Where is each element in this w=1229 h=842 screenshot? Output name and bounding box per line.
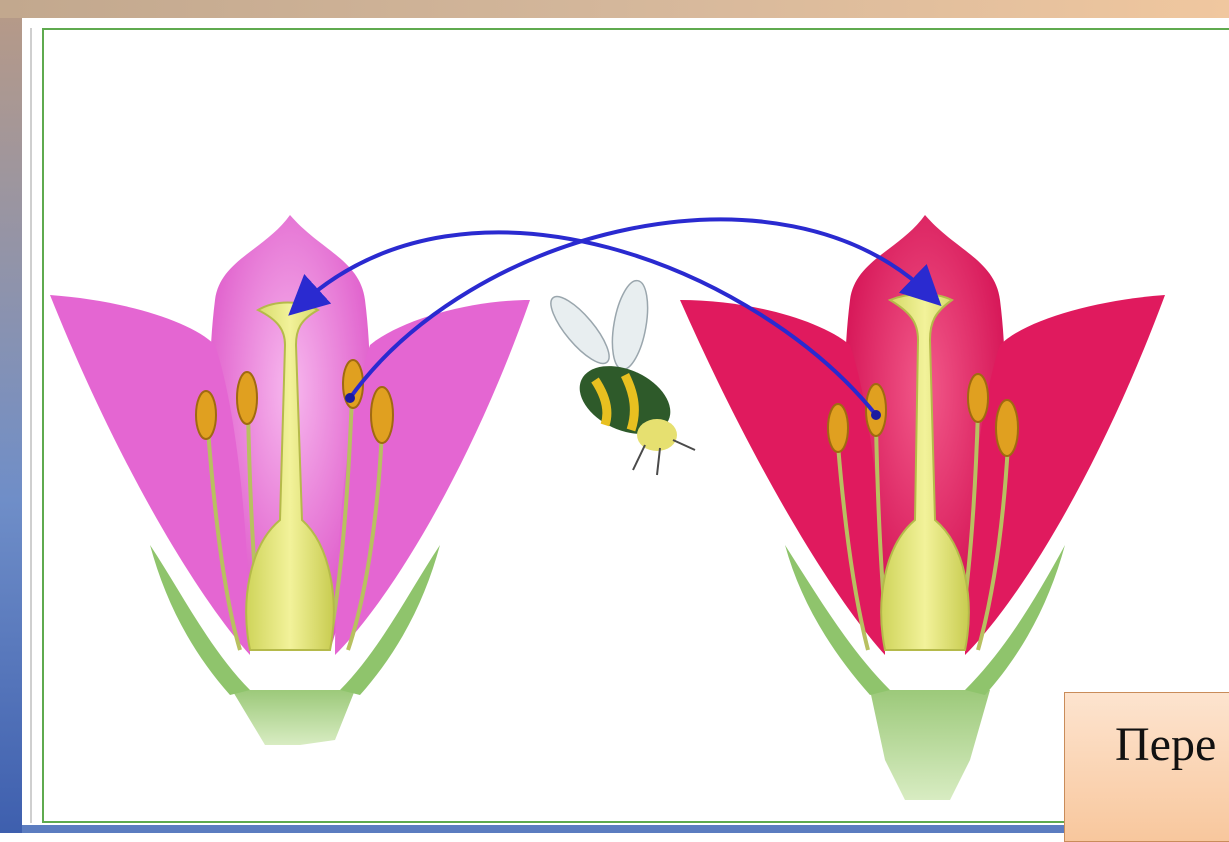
frame-left-border <box>0 0 22 833</box>
right-anther-3 <box>968 374 988 422</box>
right-receptacle <box>870 690 990 800</box>
right-anther-1 <box>828 404 848 452</box>
left-anther-2 <box>237 372 257 424</box>
cross-pollination-illustration <box>44 30 1229 821</box>
arrow-start-dot-left <box>345 393 355 403</box>
left-anther-4 <box>371 387 393 443</box>
panel-edge <box>30 28 32 823</box>
caption-box: Пере <box>1064 692 1229 842</box>
bumblebee-icon <box>542 278 695 475</box>
frame-top-border <box>0 0 1229 18</box>
green-border-bottom <box>42 821 1229 823</box>
right-anther-4 <box>996 400 1018 456</box>
arrow-start-dot-right <box>871 410 881 420</box>
left-anther-1 <box>196 391 216 439</box>
caption-text: Пере <box>1115 717 1216 772</box>
left-receptacle <box>232 690 355 745</box>
left-flower <box>50 215 530 745</box>
